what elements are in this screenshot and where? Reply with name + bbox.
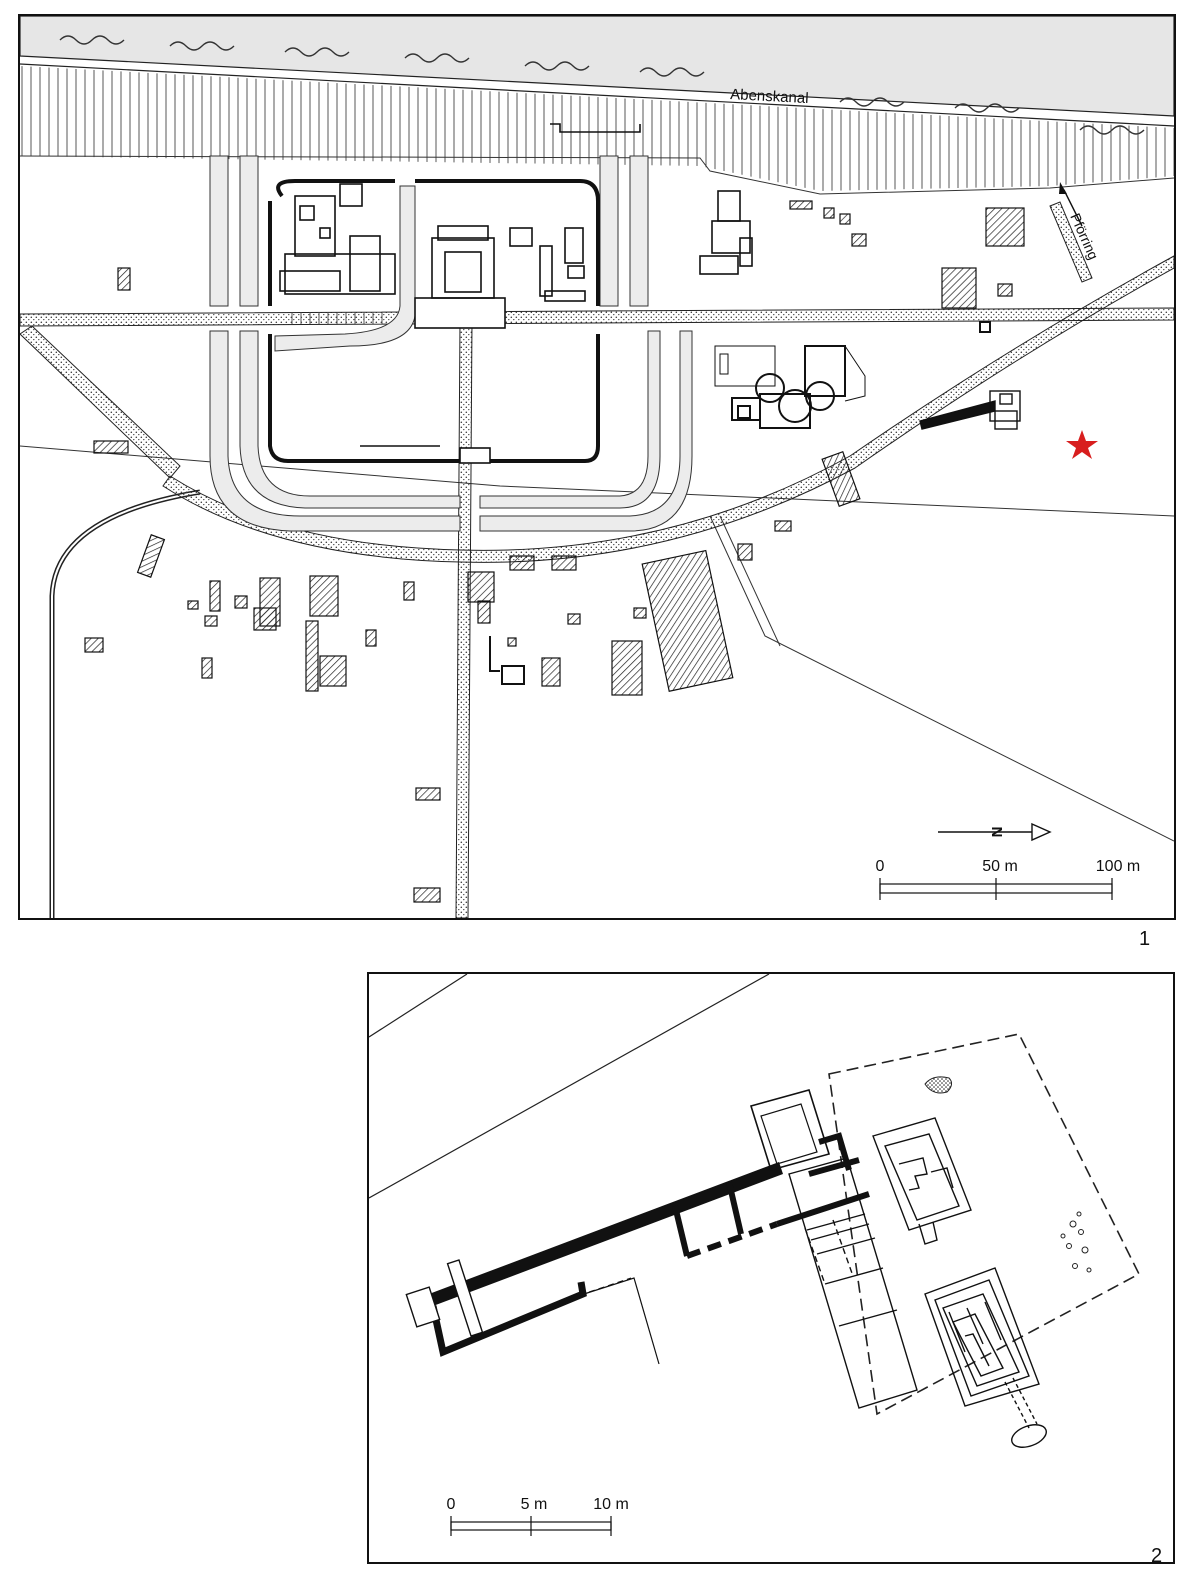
bath-buildings — [550, 123, 753, 275]
building-plan-panel: 0 5 m 10 m — [367, 972, 1175, 1564]
figure-number: 1 — [1139, 928, 1151, 950]
maze-temple-building — [924, 1267, 1047, 1448]
embankment — [20, 66, 1174, 195]
site-plan-panel: Abenskanal — [18, 14, 1176, 920]
building-plan-drawing: 0 5 m 10 m — [369, 974, 1141, 1536]
north-arrow: N — [938, 822, 1052, 842]
hatched-buildings — [84, 200, 1025, 903]
tower-building — [749, 1089, 860, 1177]
star-icon — [1066, 430, 1098, 459]
scale-tick-label: 5 m — [521, 1496, 548, 1513]
room-complex — [872, 1117, 972, 1245]
canal-label: Abenskanal — [730, 86, 809, 107]
sanctuary-building — [919, 390, 1021, 430]
scale-tick-label: 10 m — [593, 1496, 629, 1513]
plot-boundary-lines — [369, 974, 770, 1199]
corridor-hall — [788, 1157, 918, 1409]
site-marker — [1066, 430, 1098, 459]
fort-interior-buildings — [279, 183, 586, 464]
outline-buildings — [489, 321, 991, 685]
scale-tick-label: 50 m — [982, 858, 1018, 875]
railway-curve — [49, 489, 201, 918]
site-plan-map: Abenskanal — [20, 16, 1174, 918]
roads — [20, 201, 1174, 918]
enclosure-outline — [828, 1033, 1141, 1416]
scale-bar: 0 5 m 10 m — [447, 1496, 629, 1536]
scale-tick-label: 0 — [876, 858, 885, 875]
scale-bar: 0 50 m 100 m — [876, 858, 1140, 900]
north-label: N — [989, 827, 1006, 838]
long-wall-structure — [405, 1162, 870, 1365]
figure-number: 2 — [1151, 1545, 1163, 1567]
boundary-lines — [20, 445, 1174, 842]
scale-tick-label: 100 m — [1096, 858, 1140, 875]
vicus-bath-complex — [714, 345, 866, 429]
rubble-marks — [924, 1076, 1092, 1273]
fort-walls — [268, 179, 600, 463]
fort-ditches — [209, 155, 693, 532]
scale-tick-label: 0 — [447, 1496, 456, 1513]
